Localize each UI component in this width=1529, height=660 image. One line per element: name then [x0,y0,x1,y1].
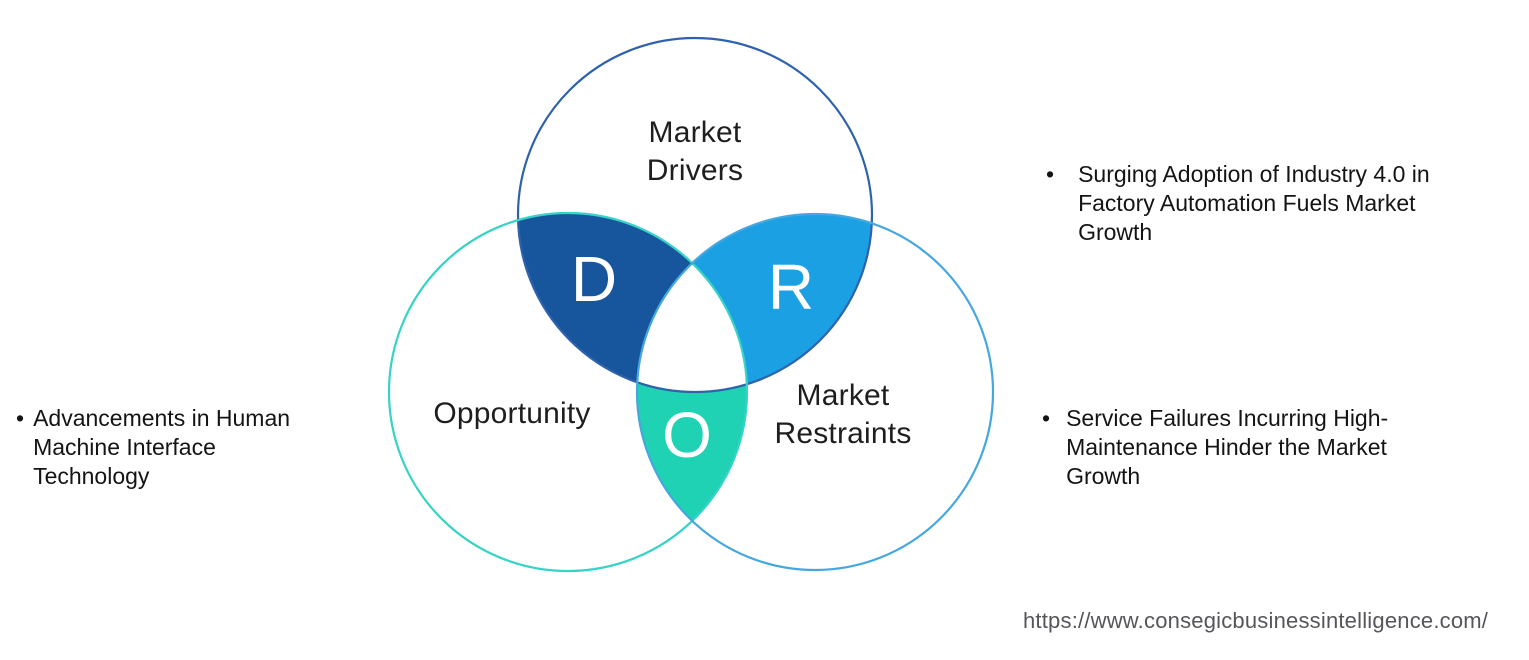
letter-d: D [571,243,617,315]
letter-o: O [662,399,712,471]
label-market-drivers: Market Drivers [646,116,744,187]
label-market-restraints: Market Restraints [774,379,912,450]
source-url[interactable]: https://www.consegicbusinessintelligence… [1023,608,1489,633]
bullet-dot-icon: • [1046,161,1055,187]
bullet-opportunity-item: • Advancements in Human Machine Interfac… [16,404,290,491]
bullet-opportunity-text: Advancements in Human Machine Interface … [33,405,291,489]
letter-r: R [768,251,814,323]
circle-market-drivers-outline [516,36,874,394]
bullet-restraint-text: Service Failures Incurring High- Mainten… [1066,405,1389,489]
bullet-dot-icon: • [1042,405,1051,431]
circle-market-restraints-outline [635,212,995,572]
bullet-driver-item: • Surging Adoption of Industry 4.0 in Fa… [1046,160,1430,247]
label-opportunity: Opportunity [433,397,591,430]
bullet-driver-text: Surging Adoption of Industry 4.0 in Fact… [1078,161,1430,245]
circle-opportunity-outline [387,211,749,573]
bullet-restraint-item: • Service Failures Incurring High- Maint… [1042,404,1388,491]
bullet-dot-icon: • [16,405,25,431]
